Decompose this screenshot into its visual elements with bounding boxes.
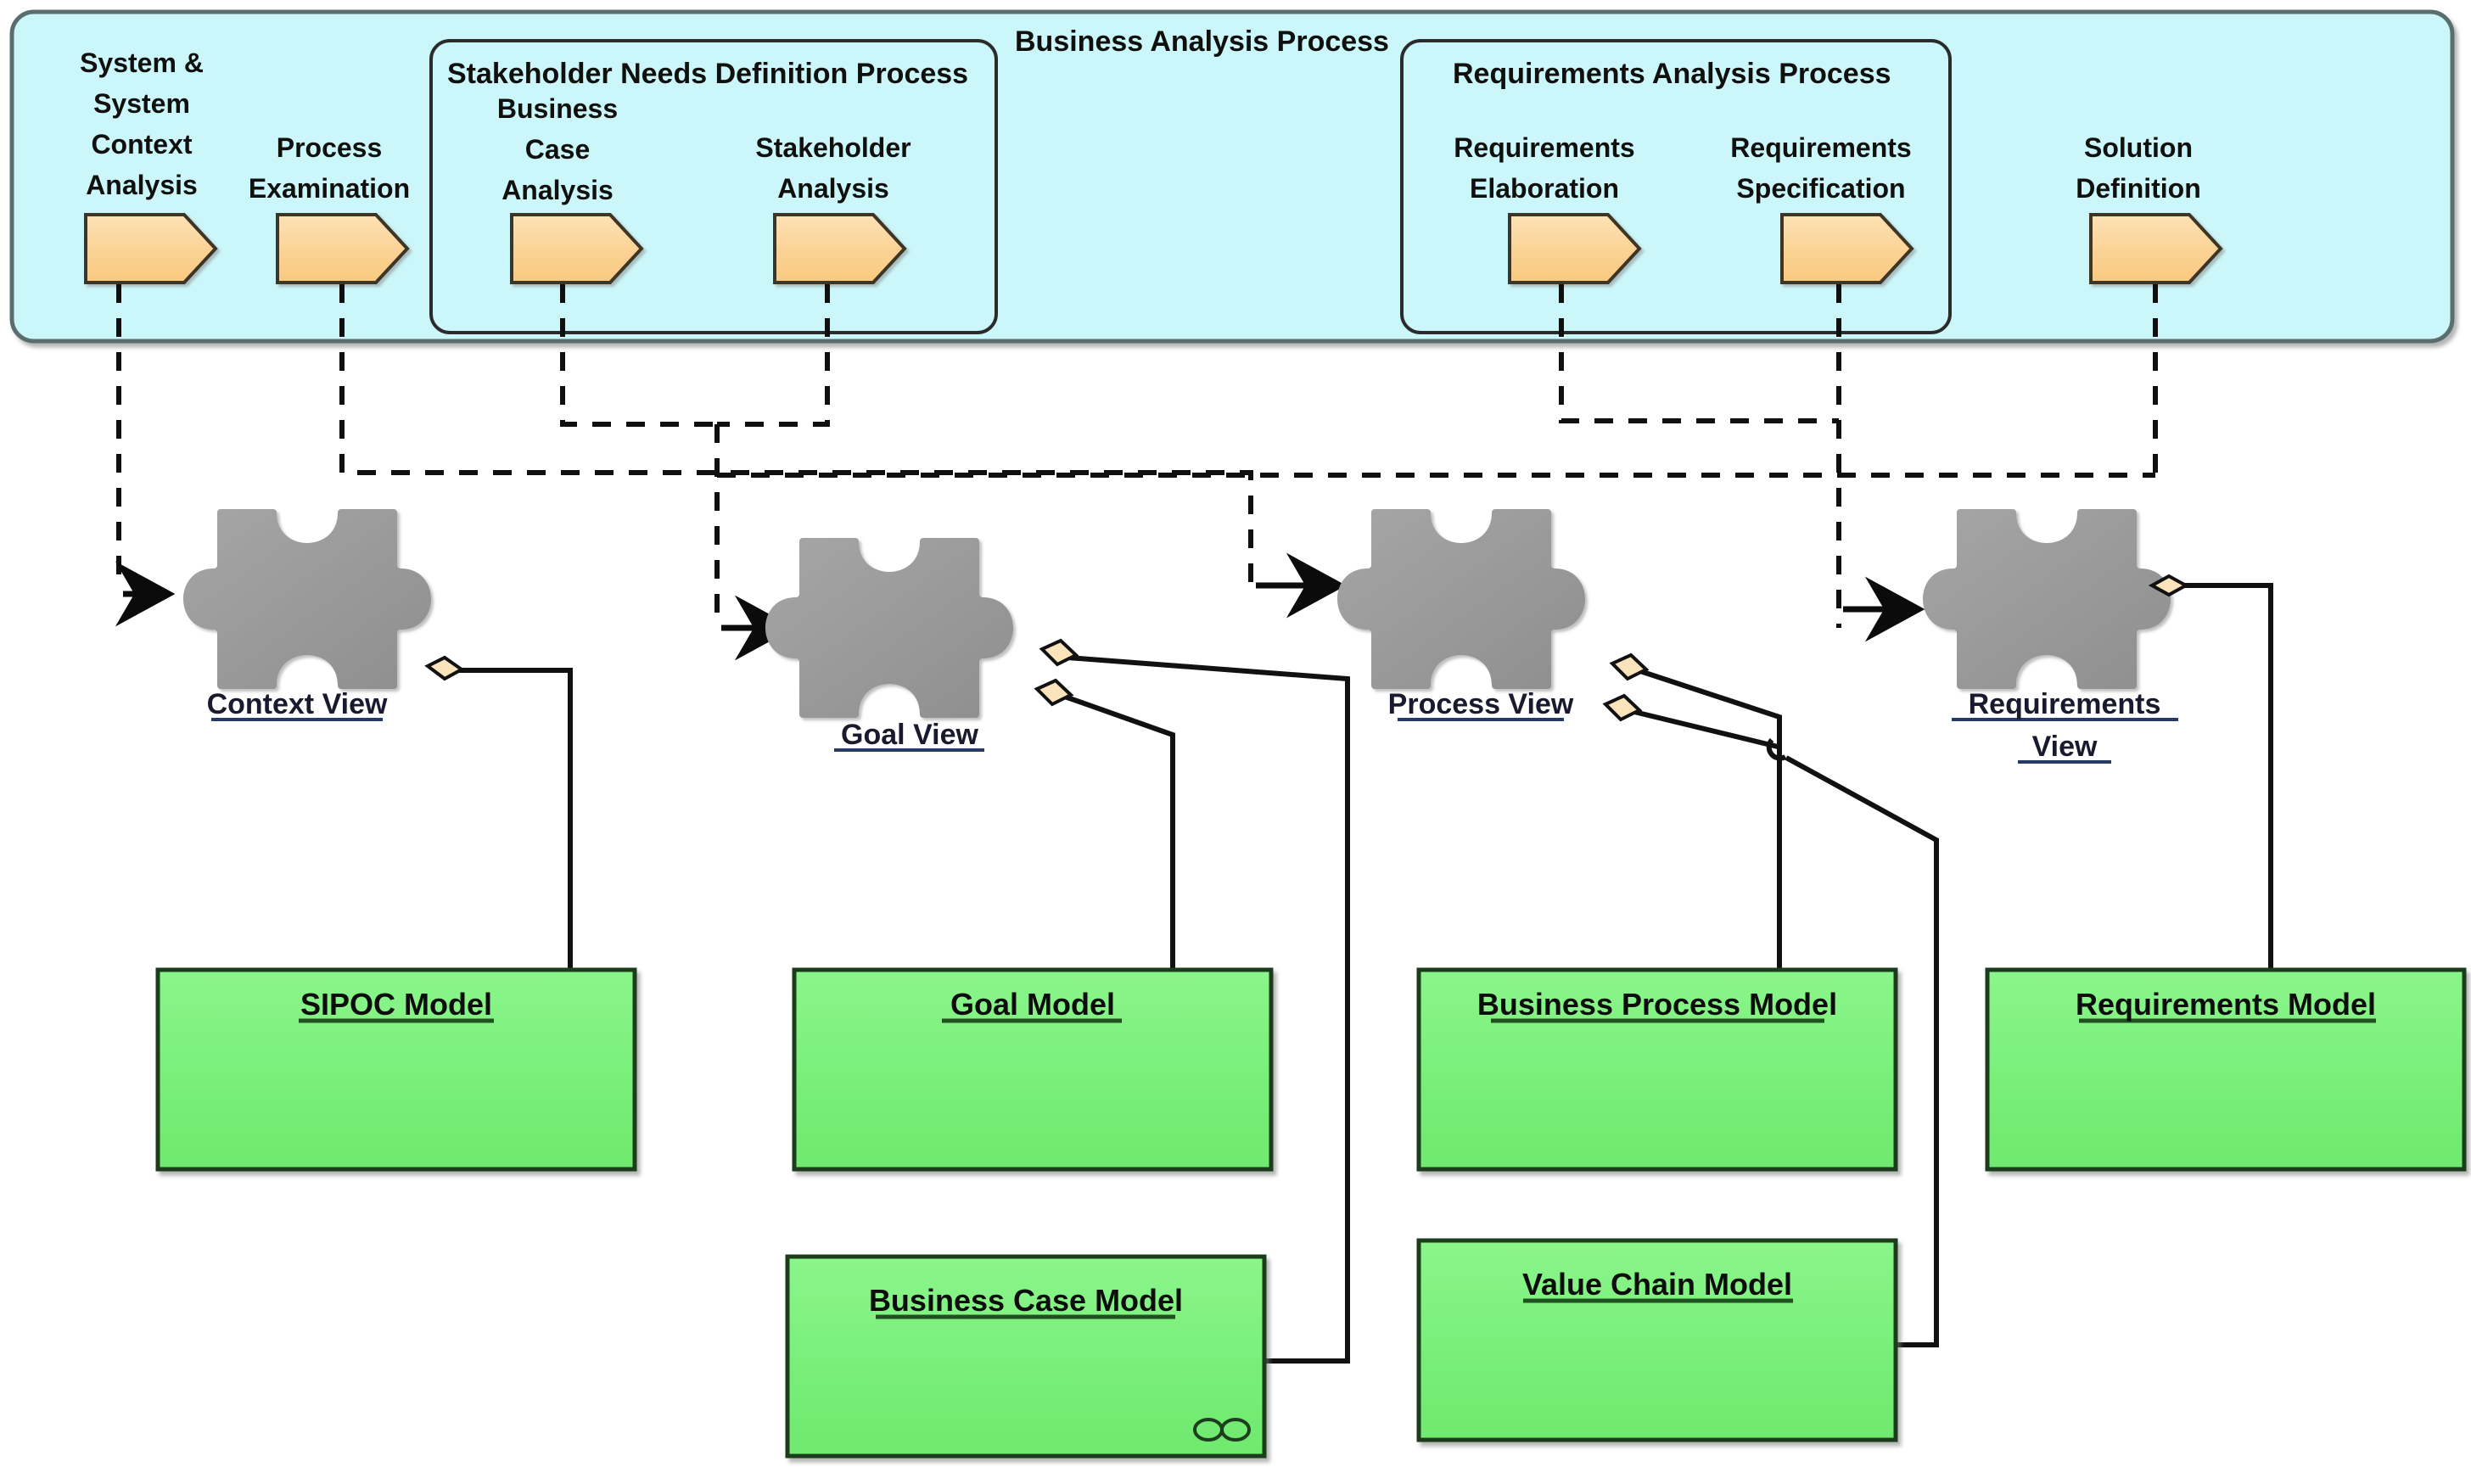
svg-text:Elaboration: Elaboration (1470, 173, 1619, 204)
svg-text:Process: Process (277, 132, 383, 163)
aggregation-diamonds (424, 574, 2190, 722)
svg-text:Examination: Examination (249, 173, 410, 204)
connector-requirements-view-reqmodel (2177, 583, 2273, 970)
svg-text:Requirements: Requirements (1454, 132, 1634, 163)
connector-goal-view-business-case (1067, 655, 1350, 1364)
model-box-sipoc-model[interactable] (155, 967, 637, 1172)
process-view-puzzle-icon[interactable] (1337, 509, 1585, 689)
activity-label-solution-definition: Solution Definition (2076, 132, 2201, 204)
connector-process-view-vcm-b (1785, 755, 1939, 1347)
view-label-requirements-view: Requirements View (1969, 688, 2161, 763)
activity-label-process-examination: Process Examination (249, 132, 410, 204)
line-jump-hop (1766, 738, 1787, 761)
activity-shape-system-context-analysis[interactable] (84, 213, 218, 284)
context-view-puzzle-icon[interactable] (183, 509, 431, 689)
requirements-view-puzzle-icon[interactable] (1923, 509, 2171, 689)
process-group-title: Business Analysis Process (1015, 25, 1389, 58)
model-box-goal-model[interactable] (792, 967, 1274, 1172)
model-title-underlines (299, 1018, 2376, 1319)
svg-text:Business: Business (497, 93, 618, 124)
model-boxes (155, 967, 2467, 1459)
svg-text:Definition: Definition (2076, 173, 2201, 204)
model-label-goal-model: Goal Model (950, 987, 1115, 1022)
link-chain-icon (1193, 1418, 1251, 1442)
model-label-value-chain-model: Value Chain Model (1522, 1267, 1792, 1302)
svg-text:Case: Case (525, 134, 591, 165)
model-label-sipoc-model: SIPOC Model (300, 987, 492, 1022)
svg-text:Context: Context (91, 129, 192, 160)
svg-text:Solution: Solution (2084, 132, 2193, 163)
view-label-underlines (211, 718, 2178, 764)
activity-shape-business-case-analysis[interactable] (510, 213, 644, 284)
svg-text:Specification: Specification (1736, 173, 1905, 204)
model-label-business-process-model: Business Process Model (1477, 987, 1837, 1022)
svg-text:Stakeholder: Stakeholder (755, 132, 911, 163)
goal-view-puzzle-icon[interactable] (765, 538, 1013, 718)
activity-label-requirements-elaboration: Requirements Elaboration (1454, 132, 1634, 204)
view-label-goal-view: Goal View (841, 719, 978, 751)
diamond-process-view-upper (1609, 652, 1650, 681)
svg-text:Requirements: Requirements (1969, 688, 2161, 720)
connector-goal-view-goal-model (1061, 693, 1175, 970)
activity-shape-solution-definition[interactable] (2089, 213, 2223, 284)
diamond-goal-view-lower (1034, 678, 1074, 707)
activity-label-stakeholder-analysis: Stakeholder Analysis (755, 132, 911, 204)
aggregation-connectors (458, 583, 2273, 1364)
connector-context-view-sipoc (458, 668, 573, 970)
svg-text:Analysis: Analysis (777, 173, 889, 204)
connector-sa-down (717, 284, 830, 427)
dashed-connectors (116, 284, 2158, 628)
connector-bca-down (560, 284, 717, 427)
model-label-business-case-model: Business Case Model (869, 1283, 1183, 1318)
activity-shape-stakeholder-analysis[interactable] (773, 213, 907, 284)
activity-label-business-case-analysis: Business Case Analysis (497, 93, 618, 205)
svg-text:Analysis: Analysis (86, 170, 198, 200)
stakeholder-subgroup-title: Stakeholder Needs Definition Process (447, 58, 968, 90)
requirements-subgroup-title: Requirements Analysis Process (1453, 58, 1891, 90)
connector-re-down (1559, 284, 1839, 423)
diamond-context-view (424, 655, 465, 681)
svg-text:System &: System & (80, 48, 204, 78)
connector-process-view-bpm (1637, 668, 1782, 970)
diamond-goal-view-upper (1039, 638, 1079, 667)
activity-shape-requirements-specification[interactable] (1780, 213, 1914, 284)
activity-shape-process-examination[interactable] (276, 213, 410, 284)
view-label-context-view: Context View (207, 688, 388, 720)
svg-text:View: View (2032, 731, 2098, 763)
activity-label-requirements-specification: Requirements Specification (1730, 132, 1911, 204)
model-label-requirements-model: Requirements Model (2076, 987, 2376, 1022)
view-label-process-view: Process View (1388, 688, 1574, 720)
diamond-requirements-view (2148, 574, 2190, 597)
model-box-business-process-model[interactable] (1416, 967, 1898, 1172)
connector-process-view-vcm-a (1630, 708, 1779, 749)
diamond-process-view-lower (1602, 693, 1643, 722)
model-box-business-case-model[interactable] (785, 1254, 1267, 1459)
svg-text:System: System (93, 88, 190, 119)
activity-label-system-context-analysis: System & System Context Analysis (80, 48, 204, 200)
svg-text:Analysis: Analysis (501, 175, 614, 205)
model-box-requirements-model[interactable] (1985, 967, 2467, 1172)
svg-text:Requirements: Requirements (1730, 132, 1911, 163)
model-box-value-chain-model[interactable] (1416, 1238, 1898, 1442)
activity-shape-requirements-elaboration[interactable] (1508, 213, 1642, 284)
